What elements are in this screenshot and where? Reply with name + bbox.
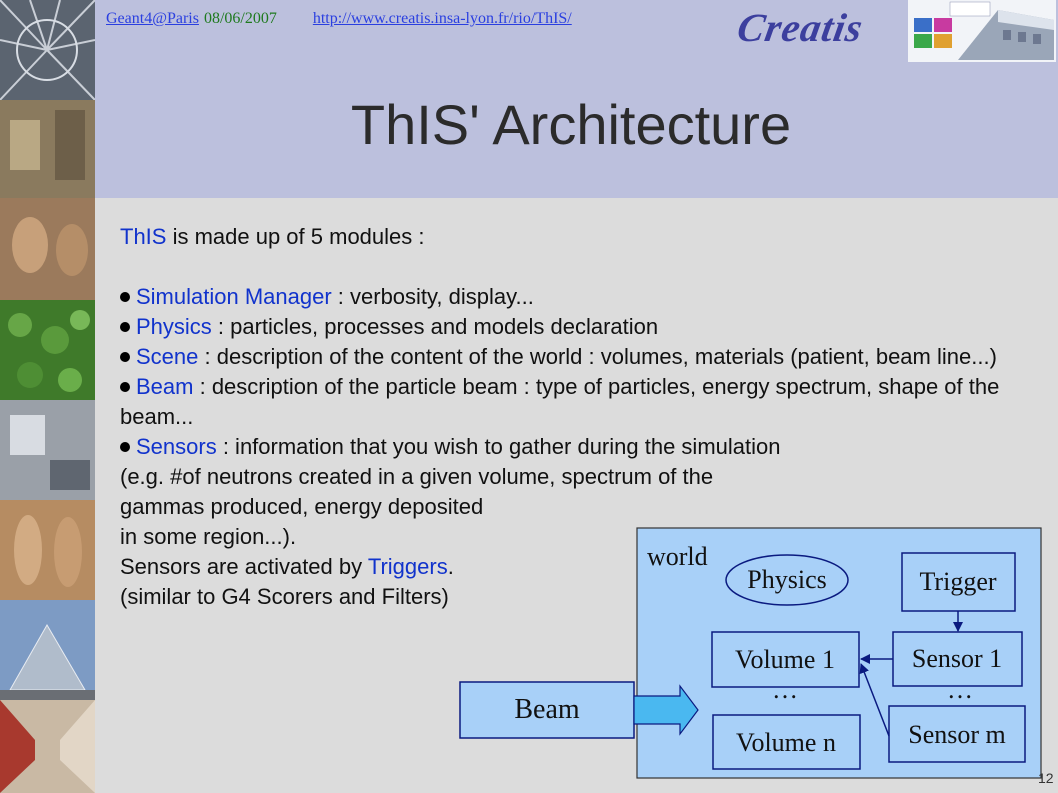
beam-label: Beam	[514, 694, 580, 725]
intro-highlight: ThIS	[120, 224, 167, 249]
activated-highlight: Triggers	[367, 554, 448, 579]
architecture-photo-dome	[0, 0, 95, 101]
sculpture-photo	[0, 198, 95, 300]
creatis-logo-text: Creatis	[734, 5, 867, 50]
sensor-1-node: Sensor 1	[892, 631, 1023, 687]
author-link[interactable]: Geant4@Paris	[106, 10, 199, 27]
sensors-detail-line: gammas produced, energy deposited	[120, 494, 484, 519]
bullet-text: : particles, processes and models declar…	[211, 314, 659, 339]
intro-line: ThIS is made up of 5 modules :	[120, 222, 1050, 252]
sensor-m-label: Sensor m	[908, 720, 1006, 749]
bullet-highlight: Physics	[136, 314, 212, 339]
similar-line: (similar to G4 Scorers and Filters)	[120, 584, 449, 609]
bullet-highlight: Simulation Manager	[136, 284, 332, 309]
sensors-detail-line: (e.g. #of neutrons created in a given vo…	[120, 464, 714, 489]
activated-pre: Sensors are activated by	[120, 554, 368, 579]
photo-strip	[0, 0, 95, 793]
volume-1-label: Volume 1	[735, 645, 835, 674]
bullet-scene: Scene : description of the content of th…	[120, 342, 1050, 372]
bullet-text: : description of the content of the worl…	[198, 344, 997, 369]
creatis-building-logo	[908, 0, 1056, 62]
beam-arrow-icon	[633, 684, 699, 736]
date-label: 08/06/2007	[203, 10, 277, 27]
relief-photo	[0, 500, 95, 600]
bullet-beam: Beam : description of the particle beam …	[120, 372, 1050, 432]
activated-post: .	[447, 554, 454, 579]
corridor-photo	[0, 700, 95, 793]
ivy-photo	[0, 300, 95, 400]
bullet-text: : description of the particle beam : typ…	[120, 374, 1000, 429]
bullet-highlight: Sensors	[136, 434, 217, 459]
room-photo	[0, 400, 95, 500]
body-text: ThIS is made up of 5 modules : Simulatio…	[120, 222, 1050, 612]
bullet-sensors: Sensors : information that you wish to g…	[120, 432, 1050, 462]
bullet-simulation-manager: Simulation Manager : verbosity, display.…	[120, 282, 1050, 312]
intro-rest: is made up of 5 modules :	[166, 224, 425, 249]
page-number: 12	[1038, 770, 1054, 786]
url-link[interactable]: http://www.creatis.insa-lyon.fr/rio/ThIS…	[312, 10, 572, 27]
interior-photo-hall	[0, 100, 95, 198]
volume-1-node: Volume 1	[711, 631, 860, 688]
volume-n-node: Volume n	[712, 714, 861, 770]
bullet-text: : verbosity, display...	[331, 284, 534, 309]
volume-n-label: Volume n	[736, 728, 836, 757]
bullet-highlight: Scene	[136, 344, 199, 369]
page-title: ThIS' Architecture	[350, 93, 792, 156]
dots-left: …	[772, 675, 798, 704]
beam-node: Beam	[459, 681, 635, 739]
sensors-detail-line: in some region...).	[120, 524, 297, 549]
bullet-highlight: Beam	[136, 374, 194, 399]
header-band	[95, 0, 1058, 198]
sensor-m-node: Sensor m	[888, 705, 1026, 763]
sensorm-to-volume1-arrow-icon	[859, 663, 890, 737]
pyramid-photo	[0, 600, 95, 700]
bullet-text: : information that you wish to gather du…	[216, 434, 781, 459]
sensor-1-label: Sensor 1	[912, 644, 1002, 673]
dots-right: …	[947, 675, 973, 704]
activated-line: Sensors are activated by Triggers.	[120, 552, 1050, 582]
bullet-physics: Physics : particles, processes and model…	[120, 312, 1050, 342]
